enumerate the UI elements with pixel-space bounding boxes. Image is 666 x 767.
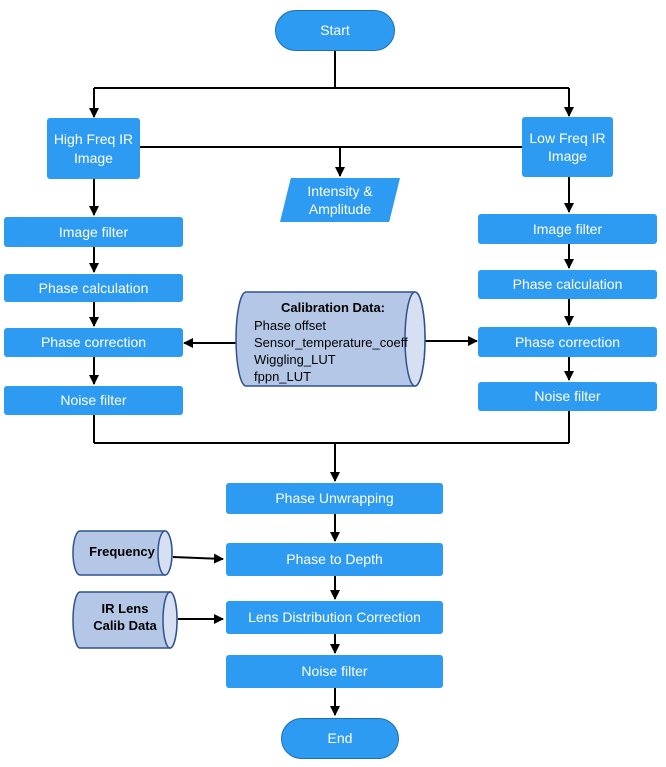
calibration-title: Calibration Data: [280, 300, 385, 315]
intensity-amplitude-output: Intensity & Amplitude [280, 178, 400, 222]
left-phase-correction: Phase correction [4, 328, 183, 357]
ir-lens-calib-label: IR Lens Calib Data [78, 601, 172, 635]
phase-unwrapping: Phase Unwrapping [226, 483, 443, 514]
right-phase-calc-label: Phase calculation [512, 276, 623, 293]
high-freq-label: High Freq IR Image [53, 131, 134, 166]
final-noise-label: Noise filter [301, 663, 368, 680]
final-noise-filter: Noise filter [226, 655, 443, 688]
right-phase-correction: Phase correction [478, 327, 657, 357]
left-phase-calc-label: Phase calculation [38, 279, 149, 296]
start-label: Start [320, 22, 350, 39]
arrow-frequency [172, 553, 224, 564]
ir-lens-line2: Calib Data [93, 617, 157, 633]
calibration-item: Phase offset [254, 317, 327, 333]
high-freq-ir-image: High Freq IR Image [47, 118, 140, 179]
right-image-filter: Image filter [478, 214, 657, 244]
frequency-cylinder [72, 530, 173, 576]
ir-lens-line1: IR Lens [101, 601, 149, 616]
start-terminal: Start [275, 10, 395, 51]
calibration-data-text: Calibration Data: Phase offset Sensor_te… [254, 300, 412, 385]
right-image-filter-label: Image filter [532, 220, 603, 237]
low-freq-label: Low Freq IR Image [529, 129, 606, 164]
left-image-filter: Image filter [4, 217, 183, 247]
right-phase-calculation: Phase calculation [478, 270, 657, 299]
left-phase-calculation: Phase calculation [4, 274, 183, 302]
phase-to-depth: Phase to Depth [226, 543, 443, 576]
intensity-label: Intensity & Amplitude [307, 182, 373, 217]
left-image-filter-label: Image filter [58, 223, 129, 240]
right-noise-filter: Noise filter [478, 382, 657, 411]
phase-depth-label: Phase to Depth [286, 551, 383, 568]
left-phase-corr-label: Phase correction [40, 334, 147, 351]
calibration-item: fppn_LUT [254, 368, 312, 384]
left-noise-label: Noise filter [60, 392, 127, 409]
calibration-item: Sensor_temperature_coeff [254, 334, 408, 350]
low-freq-ir-image: Low Freq IR Image [522, 117, 613, 177]
ir-lens-cylinder [72, 591, 178, 649]
lens-corr-label: Lens Distribution Correction [248, 609, 421, 626]
right-noise-label: Noise filter [534, 388, 601, 405]
calibration-cylinder [235, 291, 426, 387]
end-terminal: End [281, 718, 399, 759]
right-phase-corr-label: Phase correction [514, 333, 621, 350]
lens-distribution-correction: Lens Distribution Correction [226, 601, 443, 634]
calibration-item: Wiggling_LUT [254, 351, 336, 367]
end-label: End [327, 730, 353, 747]
frequency-label: Frequency [89, 544, 155, 559]
phase-unwrap-label: Phase Unwrapping [275, 490, 394, 507]
left-noise-filter: Noise filter [4, 386, 183, 415]
